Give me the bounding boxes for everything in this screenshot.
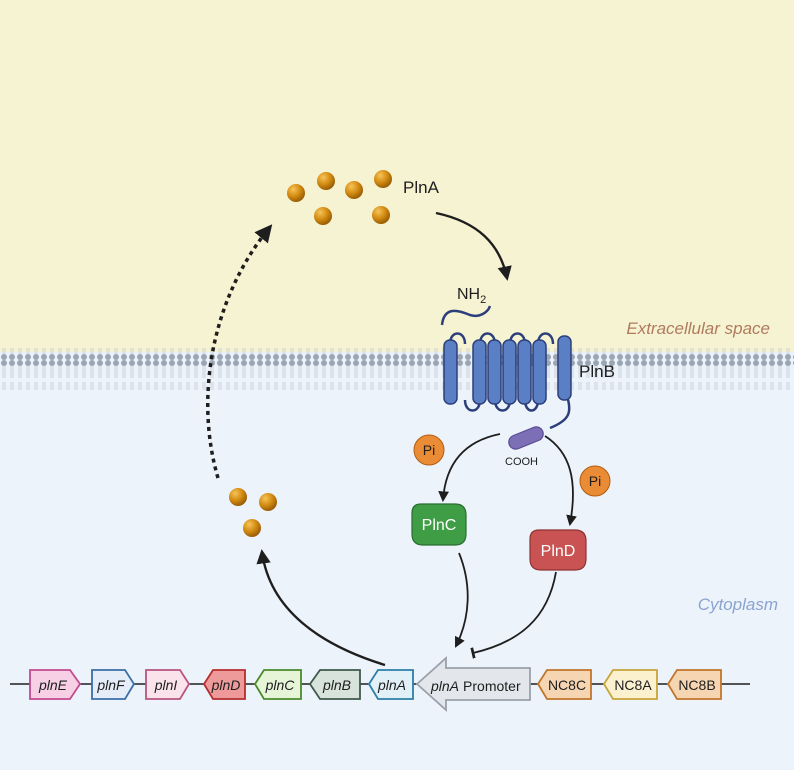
cytoplasm-region — [0, 352, 794, 770]
plna-peptide — [314, 207, 332, 225]
nh2-label: NH2 — [457, 286, 486, 306]
plna-peptides-extracellular — [287, 170, 392, 225]
extracellular-label: Extracellular space — [626, 319, 770, 338]
cell-membrane — [0, 348, 794, 390]
pi-label: Pi — [423, 442, 435, 458]
gene-plnE-label: plnE — [38, 677, 68, 693]
pi-label: Pi — [589, 473, 601, 489]
gene-plnD — [202, 669, 246, 700]
kinase-domain — [508, 426, 544, 450]
plna-promoter — [415, 655, 531, 713]
plna-peptide — [374, 170, 392, 188]
gene-plnI-label: plnI — [154, 677, 178, 693]
gene-plnB-label: plnB — [322, 677, 351, 693]
gene-nc8b — [666, 669, 722, 700]
gene-plnC — [253, 669, 302, 700]
gene-nc8a-label: NC8A — [614, 677, 652, 693]
gene-plnA-label: plnA — [377, 677, 406, 693]
gene-nc8a — [602, 669, 658, 700]
gene-plnI — [145, 669, 191, 700]
phospho-arrow-plnc — [438, 433, 501, 503]
activation-arrow — [455, 552, 469, 648]
pi-phosphate-right: Pi — [579, 465, 611, 497]
gene-plnA — [367, 669, 414, 700]
gene-plnB — [308, 669, 361, 700]
plna-peptide — [287, 184, 305, 202]
plna-peptide — [229, 488, 247, 506]
phospho-arrow-plnd — [544, 435, 577, 527]
plnc-protein: PlnC — [411, 503, 467, 546]
plnc-label: PlnC — [422, 517, 457, 534]
plnb-label: PlnB — [579, 362, 615, 381]
gene-nc8b-label: NC8B — [678, 677, 715, 693]
gene-nc8c-label: NC8C — [548, 677, 586, 693]
gene-nc8c — [536, 669, 592, 700]
plna-peptide — [345, 181, 363, 199]
plnd-label: PlnD — [541, 543, 576, 560]
pi-phosphate-left: Pi — [413, 434, 445, 466]
gene-plnC-label: plnC — [265, 677, 296, 693]
plna-peptides-cytoplasm — [229, 488, 277, 537]
cooh-label: COOH — [505, 456, 538, 468]
plna-peptide — [372, 206, 390, 224]
extracellular-region — [0, 0, 794, 352]
binding-arrow — [435, 211, 512, 281]
secretion-arrow — [205, 224, 273, 479]
gene-plnF-label: plnF — [96, 677, 126, 693]
plna-peptide — [243, 519, 261, 537]
repression-tee — [470, 571, 557, 659]
plnd-protein: PlnD — [529, 529, 587, 571]
plna-label: PlnA — [403, 178, 440, 197]
expression-arrow — [256, 549, 386, 667]
gene-plnF — [91, 669, 136, 700]
gene-plnD-label: plnD — [211, 677, 241, 693]
plna-peptide — [259, 493, 277, 511]
plnb-receptor — [440, 305, 572, 450]
gene-plnE — [29, 669, 82, 700]
plna-peptide — [317, 172, 335, 190]
cytoplasm-label: Cytoplasm — [698, 595, 778, 614]
